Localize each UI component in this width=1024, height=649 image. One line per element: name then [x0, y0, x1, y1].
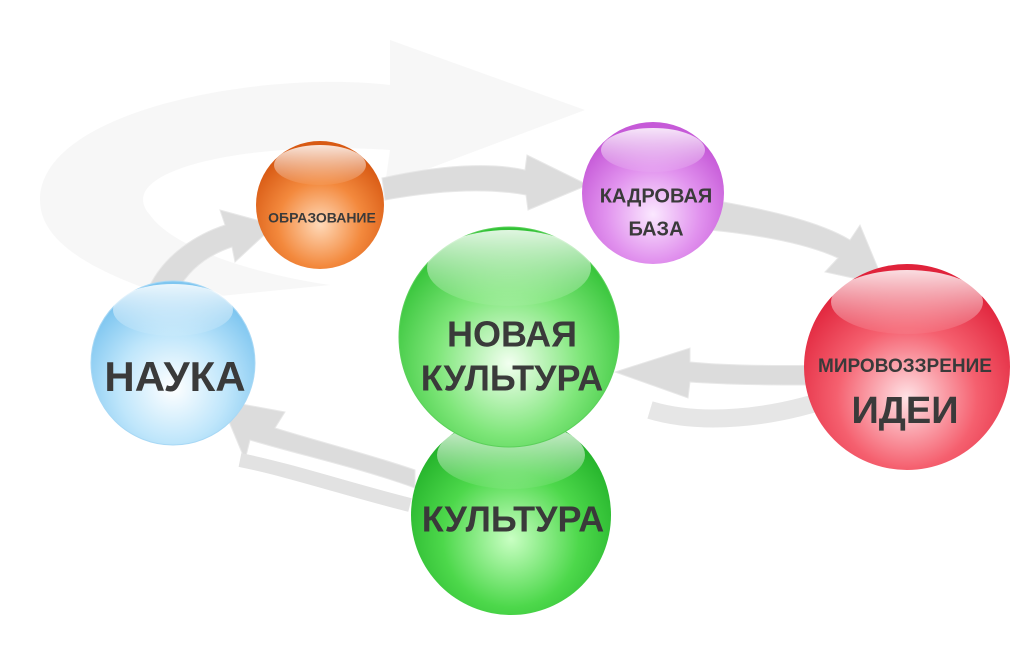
arrow-nauka-to-obrazovanie: [149, 209, 277, 291]
node-kadrovaya-line1: КАДРОВАЯ: [600, 185, 713, 207]
node-kadrovaya-baza: КАДРОВАЯ БАЗА: [582, 122, 724, 264]
node-novaya-kultura: НОВАЯ КУЛЬТУРА: [398, 226, 620, 448]
arrow-kultura-to-nauka: [219, 399, 416, 512]
node-mirovozzrenie: МИРОВОЗЗРЕНИЕ ИДЕИ: [804, 264, 1010, 470]
node-kadrovaya-line2: БАЗА: [628, 218, 683, 240]
node-nauka-label: НАУКА: [104, 353, 245, 400]
node-kultura-label: КУЛЬТУРА: [422, 499, 605, 540]
node-mirovozzrenie-line1: МИРОВОЗЗРЕНИЕ: [818, 356, 992, 377]
background-swirl: [40, 40, 585, 300]
arrow-kadrovaya-to-mirovozzrenie: [709, 199, 886, 286]
node-obrazovanie-label: ОБРАЗОВАНИЕ: [268, 210, 376, 226]
node-novaya-line2: КУЛЬТУРА: [421, 358, 604, 399]
node-mirovozzrenie-line2: ИДЕИ: [851, 390, 958, 432]
node-obrazovanie: ОБРАЗОВАНИЕ: [256, 141, 384, 269]
node-novaya-line1: НОВАЯ: [447, 314, 577, 355]
node-nauka: НАУКА: [90, 280, 256, 446]
